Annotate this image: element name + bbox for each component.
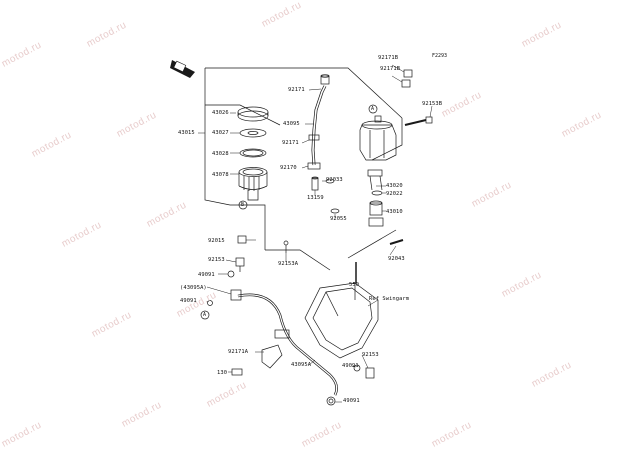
part-label: 92171B: [380, 66, 401, 72]
part-label: 92153: [362, 352, 379, 358]
part-label: 43027: [212, 130, 229, 136]
part-label: 92171: [288, 87, 305, 93]
part-label: 49091: [198, 272, 215, 278]
diagram-code: F2293: [432, 53, 448, 59]
part-label: 43010: [386, 209, 403, 215]
part-label: 92043: [388, 256, 405, 262]
part-label: (43095A): [180, 285, 207, 291]
part-label: 92153B: [422, 101, 443, 107]
part-label: 43020: [386, 183, 403, 189]
part-label: 92171: [282, 140, 299, 146]
part-label: 43095A: [291, 362, 312, 368]
part-label: 92015: [208, 238, 225, 244]
circle-tag-a: A: [371, 106, 375, 112]
part-label: 92153: [208, 257, 225, 263]
part-label: 92171A: [228, 349, 249, 355]
part-label: 43015: [178, 130, 195, 136]
part-label: 92022: [386, 191, 403, 197]
part-label: 92033: [326, 177, 343, 183]
part-label: 43028: [212, 151, 229, 157]
ref-swingarm-label: Ref Swingarm: [369, 296, 410, 302]
part-label: 13159: [307, 195, 324, 201]
part-label: 130: [217, 370, 228, 376]
part-label: 92055: [330, 216, 347, 222]
part-label: 49091: [343, 398, 360, 404]
circle-tag-b: B: [241, 202, 245, 208]
part-label: 49091: [342, 363, 359, 369]
part-label: 43095: [283, 121, 300, 127]
part-label: 550: [349, 282, 360, 288]
part-label: 92170: [280, 165, 297, 171]
circle-tag-a: A: [203, 312, 207, 318]
part-label: 43078: [212, 172, 229, 178]
part-label: 92171B: [378, 55, 399, 61]
part-label: 49091: [180, 298, 197, 304]
part-label: 92153A: [278, 261, 299, 267]
part-label: 43026: [212, 110, 229, 116]
